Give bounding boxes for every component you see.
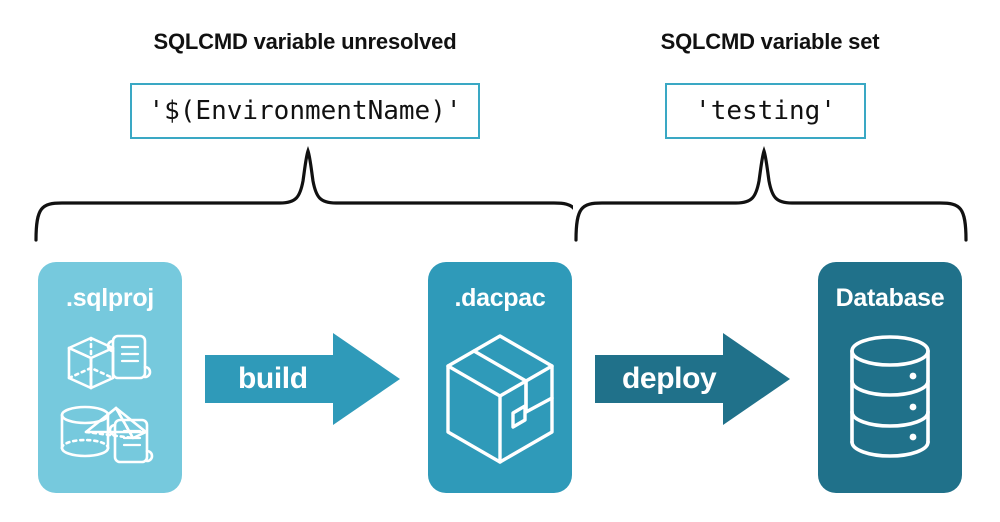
stage-label-dacpac: .dacpac — [454, 284, 546, 312]
stage-card-dacpac: .dacpac — [428, 262, 572, 493]
deploy-arrow-icon — [595, 333, 790, 430]
database-cylinder-icon — [818, 320, 962, 488]
code-box-environment-name: '$(EnvironmentName)' — [130, 83, 480, 139]
stage-card-database: Database — [818, 262, 962, 493]
curly-brace-up-icon — [28, 145, 582, 250]
header-sqlcmd-unresolved: SQLCMD variable unresolved — [153, 29, 457, 54]
build-arrow-icon — [205, 333, 400, 430]
stage-label-database: Database — [835, 284, 945, 312]
curly-brace-up-icon — [568, 145, 978, 250]
database-objects-icon — [38, 320, 182, 488]
header-sqlcmd-set: SQLCMD variable set — [660, 29, 880, 54]
package-box-icon — [428, 320, 572, 488]
stage-label-sqlproj: .sqlproj — [66, 284, 154, 312]
code-box-testing-value: 'testing' — [665, 83, 866, 139]
build-arrow-label: build — [238, 362, 308, 395]
stage-card-sqlproj: .sqlproj — [38, 262, 182, 493]
deploy-arrow-label: deploy — [622, 362, 717, 395]
